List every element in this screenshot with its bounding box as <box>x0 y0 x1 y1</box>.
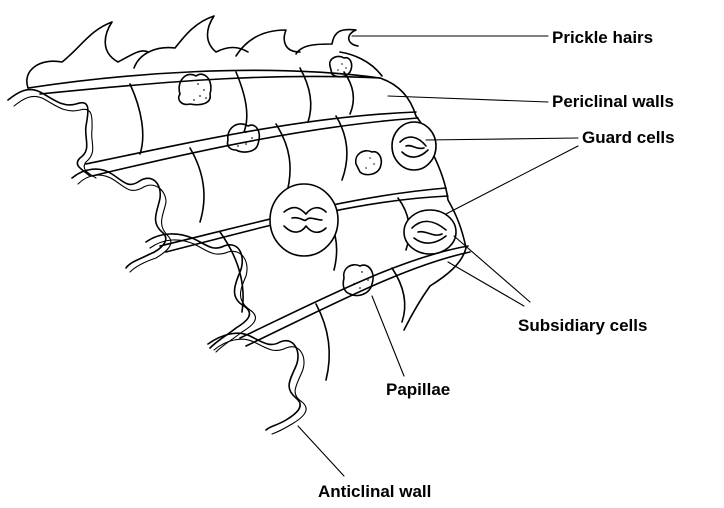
label-periclinal-walls: Periclinal walls <box>552 92 674 112</box>
label-anticlinal-wall: Anticlinal wall <box>318 482 431 502</box>
label-subsidiary-cells: Subsidiary cells <box>518 316 647 336</box>
papillae-drawing <box>179 56 382 295</box>
label-prickle-hairs: Prickle hairs <box>552 28 653 48</box>
leader-lines <box>298 36 578 476</box>
label-papillae: Papillae <box>386 380 450 400</box>
anticlinal-wall-drawing <box>8 90 306 434</box>
label-guard-cells: Guard cells <box>582 128 675 148</box>
